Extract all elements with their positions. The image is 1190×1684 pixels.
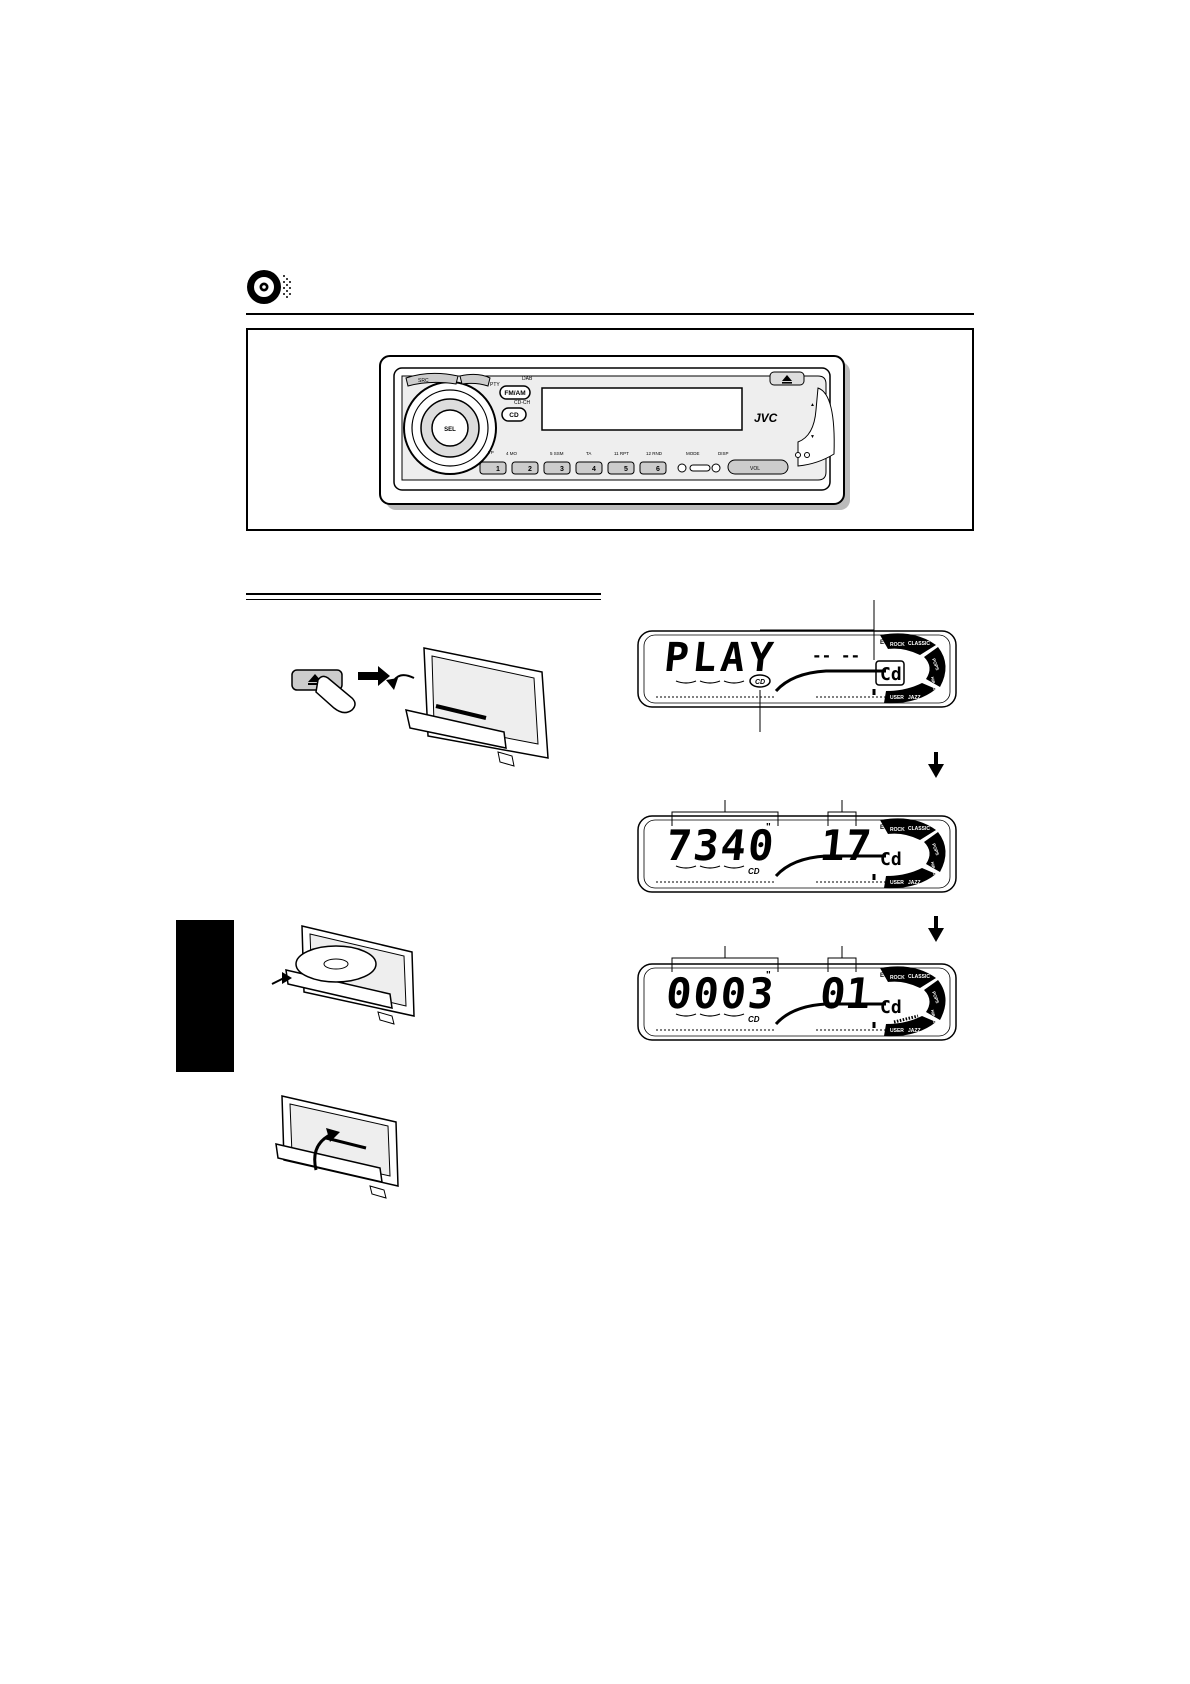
eq-pops-label: POPS	[931, 658, 940, 671]
eq-rock-label-2: ROCK	[890, 827, 905, 833]
eq-hiphop-label-2: HIP HOP	[930, 861, 938, 878]
display-1-callouts	[759, 600, 875, 732]
eq-jazz-label-2: JAZZ	[908, 880, 921, 886]
src-label: SRC	[418, 378, 429, 384]
lcd-track-text-3: 01	[818, 969, 874, 1018]
eq-rock-label-3: ROCK	[890, 975, 905, 981]
eq-classic-label: CLASSIC	[908, 641, 930, 647]
preset-3[interactable]: 3	[560, 466, 564, 473]
down-arrow-icon: ▼	[810, 434, 815, 440]
eq-classic-label-3: CLASSIC	[908, 974, 930, 980]
eq-user-label: USER	[890, 695, 904, 701]
cd-ch-label: CD-CH	[514, 400, 530, 406]
cd-label: CD	[509, 412, 519, 419]
display-3-brackets	[671, 946, 857, 972]
eq-user-label-3: USER	[890, 1028, 904, 1034]
cd-disc-icon	[247, 270, 291, 304]
finger-icon	[315, 675, 356, 714]
cd-indicator-label: CD	[755, 679, 765, 686]
insert-disc-illustration	[271, 925, 415, 1025]
fm-am-label: FM/AM	[504, 390, 525, 397]
eq-hiphop-label-3: HIP HOP	[930, 1009, 938, 1026]
cd-button[interactable]	[501, 407, 527, 422]
header-rule	[246, 313, 974, 315]
fm-am-button[interactable]	[499, 385, 531, 400]
jvc-logo: JVC	[754, 411, 778, 425]
preset-6[interactable]: 6	[656, 466, 660, 473]
section-rule	[246, 593, 601, 595]
up-arrow-icon: ▲	[810, 402, 815, 408]
eq-jazz-label-3: JAZZ	[908, 1028, 921, 1034]
preset-5[interactable]: 5	[624, 466, 628, 473]
eject-panel-illustration	[291, 647, 549, 767]
preset-4[interactable]: 4	[592, 466, 596, 473]
cd-indicator-label-2: CD	[748, 867, 760, 876]
eq-label-2: EQ	[880, 825, 889, 831]
display-2-brackets	[671, 800, 857, 826]
eq-label-3: EQ	[880, 973, 889, 979]
ta-label: TA	[586, 451, 591, 456]
lcd-elapsed-text: 0003	[664, 969, 778, 1018]
eq-rock-label: ROCK	[890, 642, 905, 648]
lcd-right-text: -- --	[812, 646, 860, 665]
tp-label: TP	[488, 450, 494, 455]
lcd-track-text: 17	[818, 821, 874, 870]
volume-label: VOL	[750, 466, 760, 472]
cd-indicator-icon	[749, 674, 771, 688]
eq-hiphop-label: HIP HOP	[930, 676, 938, 693]
eq-label: EQ	[880, 640, 889, 646]
lcd-display-3: 0003 01 " CD Cd EQ ROCK CLASSIC POPS HIP…	[637, 963, 957, 1041]
lcd-source-text-3: Cd	[880, 997, 902, 1018]
rpt-label: 11 RPT	[614, 451, 629, 456]
lcd-main-text: PLAY	[662, 635, 779, 681]
pty-label: PTY	[490, 382, 500, 388]
down-arrow-1	[928, 752, 944, 778]
sel-label: SEL	[444, 427, 456, 433]
eq-pops-label-2: POPS	[931, 843, 940, 856]
seconds-mark: "	[766, 822, 771, 833]
lcd-display-1: PLAY -- -- CD Cd EQ ROCK CLASSIC POPS HI…	[637, 630, 957, 708]
close-panel-illustration	[275, 1095, 399, 1199]
lcd-time-text: 7340	[664, 821, 778, 870]
language-tab	[176, 920, 234, 1072]
unit-display-window	[541, 387, 743, 431]
volume-rocker[interactable]	[727, 459, 789, 475]
mo-label: 4 MO	[506, 451, 518, 456]
down-arrow-2	[928, 916, 944, 942]
mode-label: MODE	[686, 451, 700, 456]
ssm-label: 5 SSM	[550, 451, 564, 456]
dab-label: DAB	[522, 376, 533, 382]
disp-label: DISP	[718, 451, 729, 456]
cd-indicator-label-3: CD	[748, 1015, 760, 1024]
head-unit-frame	[246, 328, 974, 531]
eq-user-label-2: USER	[890, 880, 904, 886]
lcd-source-text-2: Cd	[880, 849, 902, 870]
lcd-display-2: 7340 17 " CD Cd EQ ROCK CLASSIC POPS HIP…	[637, 815, 957, 893]
rnd-label: 12 RND	[646, 451, 663, 456]
preset-buttons[interactable]	[479, 461, 667, 475]
eq-jazz-label: JAZZ	[908, 695, 921, 701]
eq-classic-label-2: CLASSIC	[908, 826, 930, 832]
preset-2[interactable]: 2	[528, 466, 532, 473]
lcd-source-text: Cd	[880, 664, 902, 685]
preset-1[interactable]: 1	[496, 466, 500, 473]
eq-pops-label-3: POPS	[931, 991, 940, 1004]
seconds-mark-3: "	[766, 970, 771, 981]
section-rule-thin	[246, 599, 601, 600]
head-unit-illustration: SEL SRC PTY DAB CD-CH FM/AM CD JVC ▲ ▼ T…	[379, 355, 850, 510]
